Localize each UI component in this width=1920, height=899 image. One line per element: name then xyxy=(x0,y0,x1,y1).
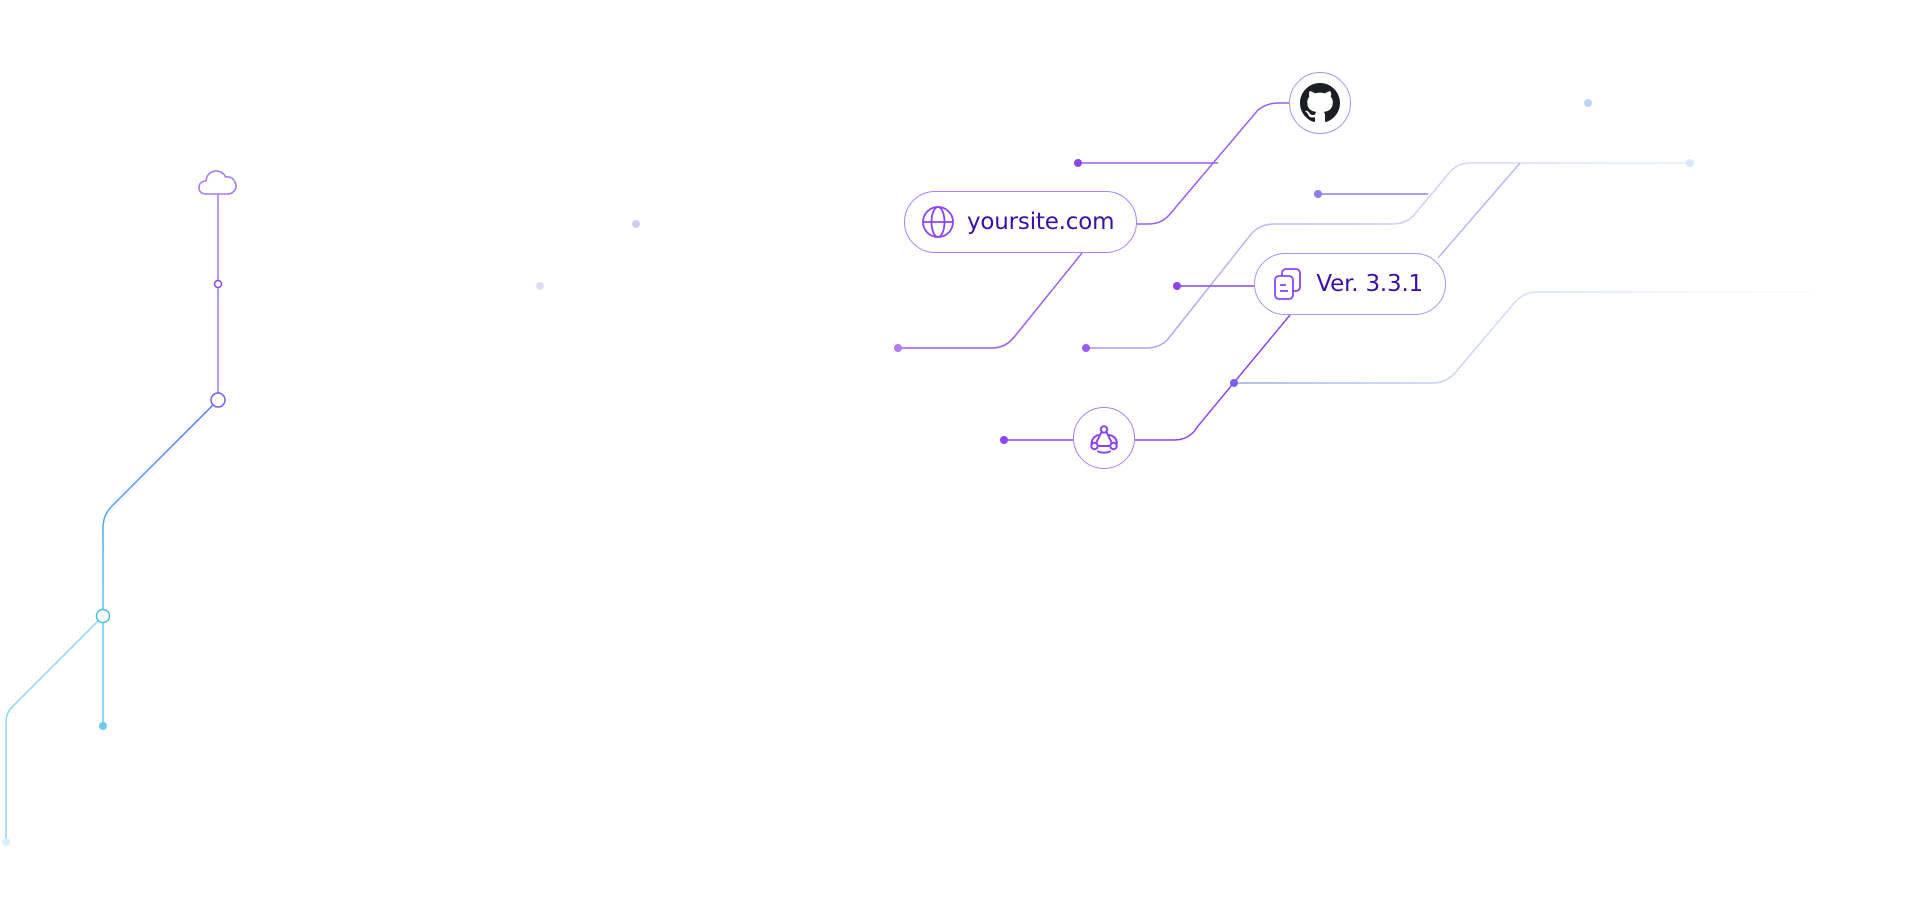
cloud-node xyxy=(196,164,240,198)
github-icon xyxy=(1300,83,1340,123)
network-lines xyxy=(536,99,1810,444)
dot-mid-zigzag-start xyxy=(1082,344,1090,352)
line-site-github xyxy=(1137,102,1289,225)
webhook-icon xyxy=(1090,425,1118,454)
dot-mid-zigzag-end xyxy=(1686,159,1694,167)
line-version-webhook xyxy=(1135,314,1291,441)
tree-joint-branch xyxy=(95,608,111,624)
github-node xyxy=(1289,72,1351,134)
dot-lower-right xyxy=(1230,379,1238,387)
dot-site-down xyxy=(894,344,902,352)
webhook-node xyxy=(1073,407,1135,469)
dot-top-short xyxy=(1074,159,1082,167)
dot-version-left xyxy=(1173,282,1181,290)
tree-joint-small xyxy=(213,279,223,289)
version-label: Ver. 3.3.1 xyxy=(1316,271,1423,297)
left-tree xyxy=(2,20,226,890)
tree-end-dot xyxy=(99,722,107,730)
globe-icon xyxy=(921,204,955,240)
dot-webhook-left xyxy=(1000,436,1008,444)
version-node: Ver. 3.3.1 xyxy=(1254,253,1446,315)
tree-joint-large xyxy=(210,392,226,408)
line-site-down xyxy=(898,252,1083,349)
tree-branch-1 xyxy=(102,399,219,612)
document-copy-icon xyxy=(1271,266,1304,302)
dot-github-right xyxy=(1584,99,1592,107)
site-node: yoursite.com xyxy=(904,191,1137,253)
site-label: yoursite.com xyxy=(967,209,1115,235)
dot-long-left xyxy=(536,282,544,290)
dot-site-left xyxy=(632,220,640,228)
line-lower-right xyxy=(1234,291,1810,384)
tree-end-dot-faint xyxy=(2,838,10,846)
dot-mid-short xyxy=(1314,190,1322,198)
tree-branch-2 xyxy=(5,615,104,840)
line-mid-zigzag xyxy=(1086,162,1690,349)
line-version-diag xyxy=(1437,162,1521,259)
cloud-icon xyxy=(198,170,237,195)
